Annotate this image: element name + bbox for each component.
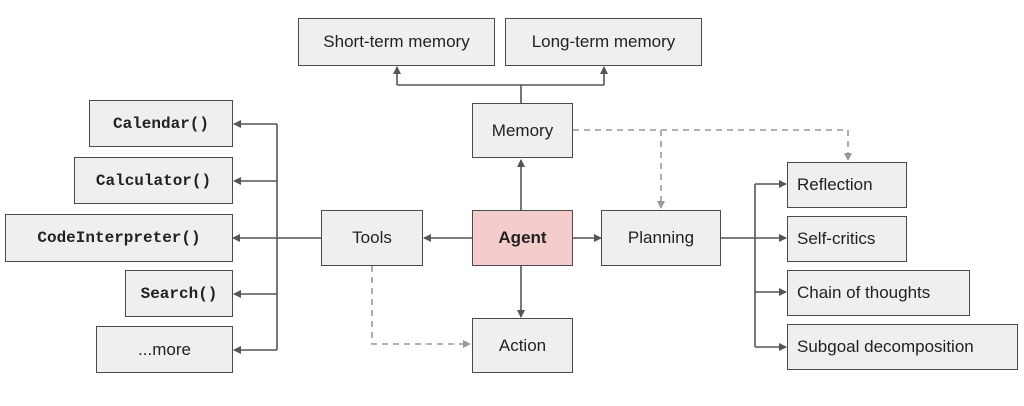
planning-to-planning-list-connector	[721, 180, 787, 351]
memory-to-memory-types-connector	[393, 66, 608, 103]
tools-node: Tools	[321, 210, 423, 266]
dashed-connectors	[371, 129, 852, 348]
planning-node: Planning	[601, 210, 721, 266]
search-tool-node: Search()	[125, 270, 233, 317]
subgoal-decomposition-node: Subgoal decomposition	[787, 324, 1018, 370]
calendar-tool-node: Calendar()	[89, 100, 233, 147]
memory-to-reflection-dashed-arrow	[573, 129, 852, 161]
short-term-memory-node: Short-term memory	[298, 18, 495, 66]
agent-connectors	[423, 159, 602, 318]
code-interpreter-tool-node: CodeInterpreter()	[5, 214, 233, 262]
memory-node: Memory	[472, 103, 573, 158]
agent-node: Agent	[472, 210, 573, 266]
reflection-node: Reflection	[787, 162, 907, 208]
calculator-tool-node: Calculator()	[74, 157, 233, 204]
tools-to-tool-list-connector	[232, 120, 321, 354]
more-tools-node: ...more	[96, 326, 233, 373]
self-critics-node: Self-critics	[787, 216, 907, 262]
action-node: Action	[472, 318, 573, 373]
tools-to-action-dashed-arrow	[371, 266, 471, 348]
chain-of-thoughts-node: Chain of thoughts	[787, 270, 970, 316]
long-term-memory-node: Long-term memory	[505, 18, 702, 66]
